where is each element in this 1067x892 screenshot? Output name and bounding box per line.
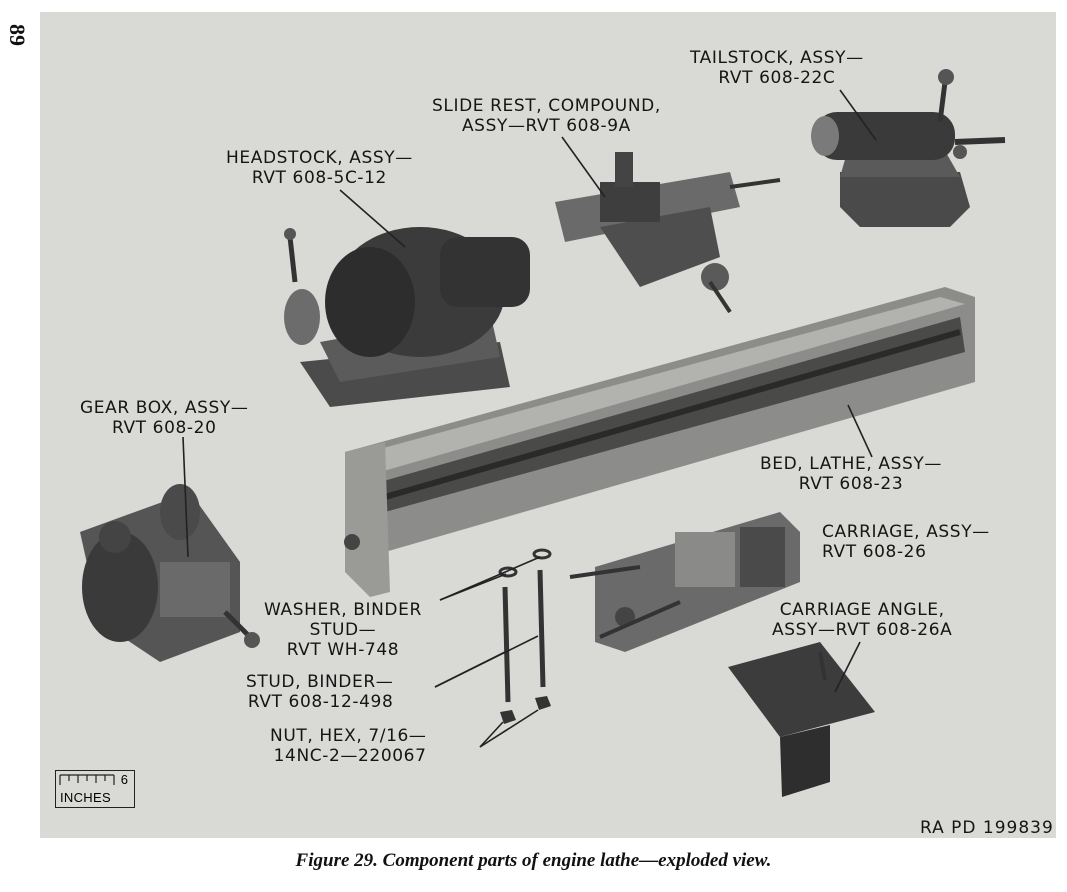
figure-caption: Figure 29. Component parts of engine lat… — [295, 850, 772, 871]
leader-lines — [182, 89, 877, 748]
slide-rest-label: SLIDE REST, COMPOUND,ASSY—RVT 608-9A — [432, 96, 661, 136]
carriage-label: CARRIAGE, ASSY—RVT 608-26 — [822, 522, 990, 562]
headstock-part — [284, 227, 530, 407]
lathe-bed-part — [344, 287, 975, 597]
scale-value: 6 — [120, 772, 128, 787]
scale-ticks — [59, 774, 115, 785]
binder-studs-part — [498, 548, 552, 724]
plate-id: RA PD 199839 — [920, 818, 1054, 838]
page-number: 89 — [5, 24, 30, 46]
gear-box-label: GEAR BOX, ASSY—RVT 608-20 — [80, 398, 249, 438]
carriage-angle-part — [728, 642, 875, 797]
tailstock-part — [811, 69, 1006, 227]
bed-label: BED, LATHE, ASSY—RVT 608-23 — [760, 454, 942, 494]
headstock-label: HEADSTOCK, ASSY—RVT 608-5C-12 — [226, 148, 413, 188]
figure-plate: TAILSTOCK, ASSY—RVT 608-22C SLIDE REST, … — [40, 12, 1056, 838]
stud-label: STUD, BINDER—RVT 608-12-498 — [246, 672, 394, 712]
nut-label: NUT, HEX, 7/16—14NC-2—220067 — [270, 726, 427, 766]
tailstock-label: TAILSTOCK, ASSY—RVT 608-22C — [690, 48, 864, 88]
slide-rest-part — [555, 152, 781, 314]
gear-box-part — [80, 484, 260, 662]
inch-scale: 6 INCHES — [55, 770, 135, 808]
carriage-part — [569, 512, 800, 652]
carriage-angle-label: CARRIAGE ANGLE,ASSY—RVT 608-26A — [772, 600, 953, 640]
scale-unit: INCHES — [60, 790, 111, 805]
lathe-exploded-drawing — [80, 69, 1006, 797]
